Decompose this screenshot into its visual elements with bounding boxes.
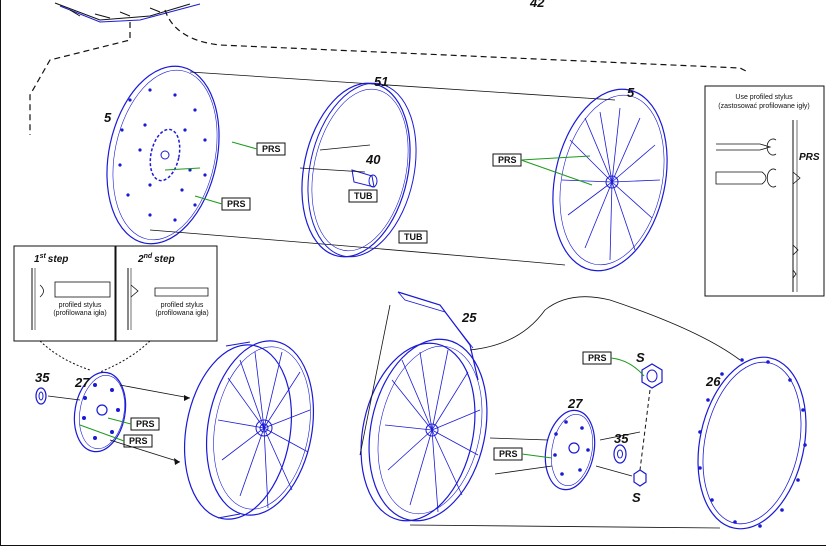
part-label-s-bottom: S (632, 490, 641, 505)
prs-tag-upper-3: PRS (492, 153, 593, 186)
part-label-40: 40 (365, 152, 381, 167)
prs-tag-lower-3: PRS (493, 447, 553, 461)
leaders-lower-right (489, 431, 641, 477)
dashed-link-right (164, 9, 749, 73)
part-label-s-top: S (636, 350, 645, 365)
green-pointer-upper (164, 167, 201, 171)
disc-part-5-right (552, 88, 668, 272)
ring-part-51 (301, 82, 417, 258)
hub-plate-part-27-left (73, 371, 127, 453)
step-dotted-link (39, 340, 151, 373)
svg-text:TUB: TUB (404, 232, 423, 242)
svg-text:profiled stylus: profiled stylus (161, 302, 204, 309)
leader-40 (299, 144, 371, 173)
prs-tag-upper-2: PRS (194, 195, 251, 211)
washer-part-35-right (613, 444, 627, 464)
washer-part-35-left (35, 387, 47, 405)
part-label-5-left: 5 (104, 110, 112, 125)
svg-text:PRS: PRS (227, 199, 246, 209)
svg-text:PRS: PRS (136, 419, 155, 429)
prs-tag-lower-4: PRS (582, 351, 645, 377)
svg-text:PRS: PRS (588, 353, 607, 363)
disc-part-5-left (106, 65, 220, 245)
part-label-27-left: 27 (74, 375, 90, 390)
arrow-lower-left-1 (184, 395, 190, 401)
part-label-26: 26 (705, 374, 721, 389)
note-prs-label: PRS (799, 152, 820, 163)
nut-s-bottom (633, 469, 647, 487)
part-label-25: 25 (461, 310, 477, 325)
envelope-lines-lower (359, 296, 741, 529)
tub-tag-2: TUB (398, 230, 428, 244)
svg-text:(profilowana igła): (profilowana igła) (155, 310, 208, 317)
envelope-line-top (189, 71, 616, 101)
dashed-link-left (29, 22, 131, 135)
arrow-lower-left-2 (174, 458, 180, 465)
prs-tag-lower-2: PRS (79, 424, 153, 448)
ring-part-26 (697, 356, 807, 530)
note-line-2: (zastosować profilowane igły) (718, 103, 809, 110)
svg-text:PRS: PRS (129, 436, 148, 446)
part-label-35-right: 35 (614, 431, 629, 446)
cylinder-part-40 (351, 169, 378, 188)
dashed-axis-s (639, 389, 651, 471)
part-label-42: 42 (529, 0, 545, 10)
part-label-35-left: 35 (35, 370, 50, 385)
svg-text:TUB: TUB (354, 191, 373, 201)
wheel-left (183, 340, 315, 520)
top-partial-assembly (54, 2, 201, 23)
svg-text:PRS: PRS (499, 449, 518, 459)
nut-s-top (641, 363, 663, 389)
svg-text:PRS: PRS (262, 144, 281, 154)
envelope-line-bottom (149, 229, 566, 266)
svg-text:profiled stylus: profiled stylus (59, 302, 102, 309)
prs-tag-lower-1: PRS (107, 417, 160, 431)
part-label-27-right: 27 (567, 396, 583, 411)
part-label-5-right: 5 (627, 85, 635, 100)
hub-plate-part-27-right (544, 409, 596, 491)
svg-text:PRS: PRS (498, 155, 517, 165)
profiled-stylus-note: Use profiled stylus (zastosować profilow… (704, 85, 825, 297)
note-line-1: Use profiled stylus (735, 94, 793, 101)
svg-text:(profilowana igła): (profilowana igła) (53, 310, 106, 317)
wheel-part-25 (360, 291, 488, 522)
leaders-lower-left (47, 384, 191, 463)
tub-tag-1: TUB (348, 189, 378, 203)
prs-tag-upper-1: PRS (231, 141, 286, 156)
part-label-51: 51 (374, 74, 388, 89)
